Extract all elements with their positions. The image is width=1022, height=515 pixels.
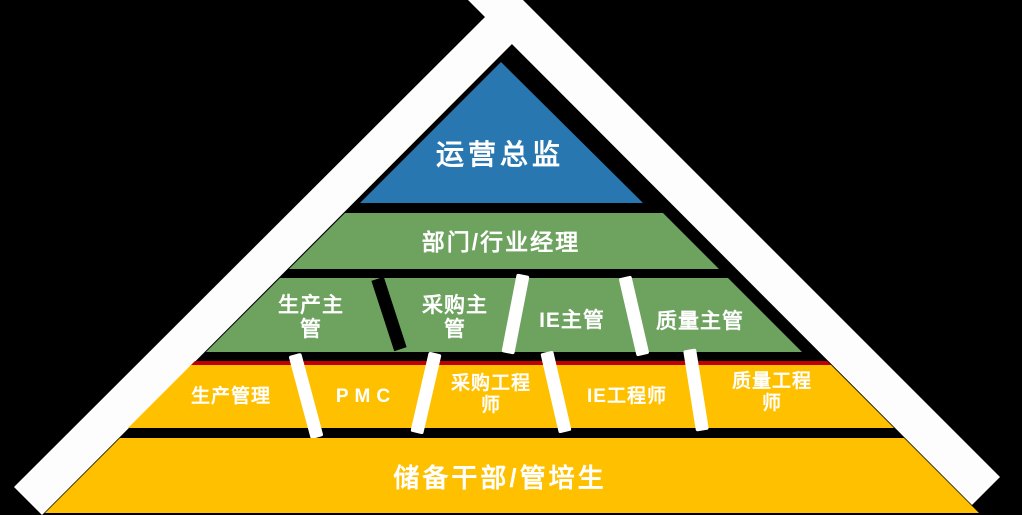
level3-segment1-line1: 生产主	[278, 293, 344, 317]
level4-segment3-line1: 采购工程	[451, 371, 531, 394]
level2-band	[289, 213, 719, 269]
level3-segment4-label: 质量主管	[656, 309, 744, 333]
level4-separator-2	[410, 351, 442, 435]
level4-separator-1	[289, 353, 323, 439]
level4-segment2-label: PMC	[336, 386, 396, 407]
level3-segment3-label: IE主管	[539, 308, 605, 332]
level5-band	[45, 438, 979, 513]
level3-separator-3	[619, 275, 649, 357]
level3-segment2-line1: 采购主	[422, 293, 488, 317]
level1-label: 运营总监	[436, 139, 564, 170]
level5-label: 储备干部/管培生	[393, 463, 606, 493]
level2-label: 部门/行业经理	[422, 229, 580, 255]
level3-segment2-line2: 管	[444, 317, 466, 341]
level1-triangle	[360, 62, 643, 203]
level3-segment1-line2: 管	[300, 317, 322, 341]
level4-separator-3	[540, 350, 572, 434]
level3-separator-1	[371, 276, 407, 352]
level4-segment3-line2: 师	[481, 394, 501, 416]
left-slope-ribbon	[14, 13, 516, 515]
level4-top-accent-line	[190, 361, 832, 366]
level4-segment5-line2: 师	[762, 392, 782, 414]
level4-segment1-label: 生产管理	[191, 384, 271, 407]
level4-segment4-label: IE工程师	[587, 385, 667, 407]
level3-band	[206, 278, 802, 352]
right-slope-ribbon	[468, 0, 1000, 505]
level3-separator-2	[501, 273, 530, 355]
level4-separator-4	[683, 348, 709, 432]
level4-segment5-line1: 质量工程	[732, 370, 812, 392]
